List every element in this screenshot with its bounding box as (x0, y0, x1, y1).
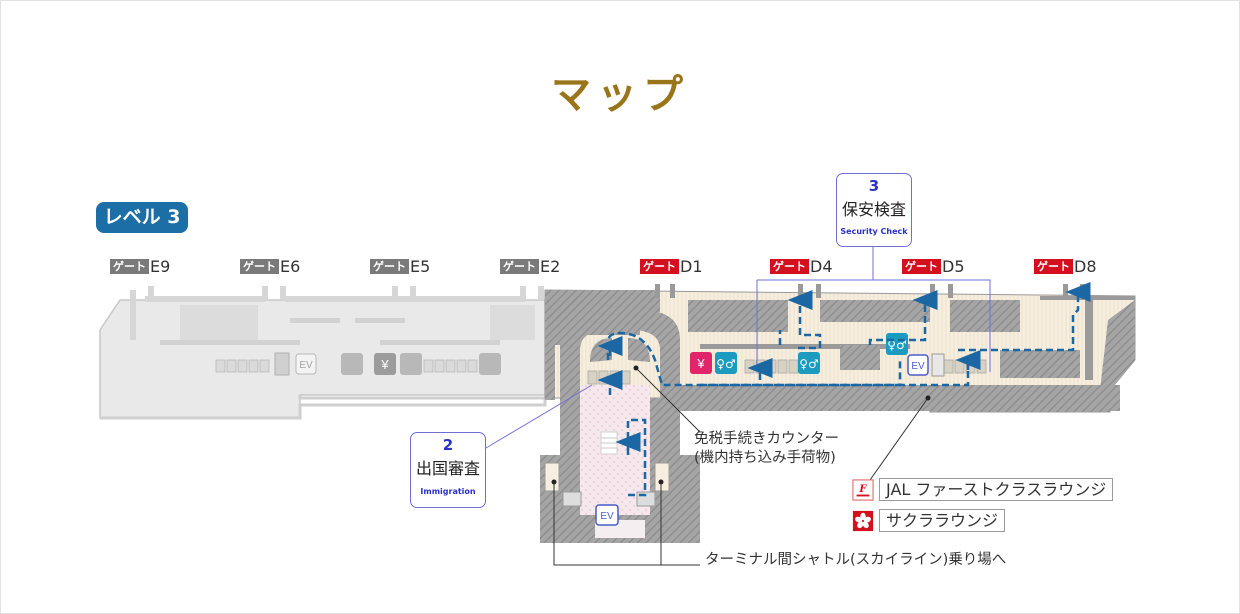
route-path (597, 282, 1091, 497)
svg-text:¥: ¥ (380, 357, 389, 372)
lounge-name: サクララウンジ (879, 509, 1006, 532)
gate-id: E6 (280, 256, 301, 276)
gate-d4-label: ゲート D4 (770, 256, 833, 276)
gate-id: E2 (540, 256, 561, 276)
svg-text:¥: ¥ (696, 356, 705, 371)
svg-text:EV: EV (600, 511, 614, 522)
callout-label-jp: 保安検査 (841, 200, 906, 219)
gate-tag: ゲート (500, 258, 539, 274)
sakura-icon (852, 510, 874, 532)
gate-tag: ゲート (770, 258, 809, 274)
svg-text:♀♂: ♀♂ (887, 338, 907, 352)
public-area-e-gates: EV ¥ (99, 286, 547, 420)
gate-e2-label: ゲート E2 (500, 256, 560, 276)
elevator-icon (907, 354, 929, 376)
lounge-sakura: サクララウンジ (852, 509, 1006, 532)
annotation-lines (553, 367, 929, 566)
svg-text:EV: EV (299, 360, 313, 371)
gate-tag: ゲート (1034, 258, 1073, 274)
gate-id: D8 (1074, 256, 1097, 276)
restroom-icon (798, 352, 820, 374)
security-check-callout: 3 保安検査 Security Check (836, 173, 912, 247)
svg-text:♀♂: ♀♂ (799, 357, 819, 371)
callout-label-jp: 出国審査 (415, 459, 480, 478)
restroom-icon (715, 352, 737, 374)
callout-number: 3 (868, 177, 880, 195)
gate-tag: ゲート (902, 258, 941, 274)
callout-number: 2 (442, 436, 454, 454)
gate-d1-label: ゲート D1 (640, 256, 703, 276)
jal-first-class-icon: F (852, 478, 874, 501)
restricted-area-d-gates: ¥ ♀♂ ♀♂ ♀♂ EV (544, 284, 1136, 413)
gate-d5-label: ゲート D5 (902, 256, 965, 276)
callout-label-en: Security Check (840, 227, 908, 236)
gate-d8-label: ゲート D8 (1034, 256, 1097, 276)
callout-lines (485, 245, 991, 449)
gate-tag: ゲート (110, 258, 149, 274)
svg-text:EV: EV (911, 361, 925, 372)
immigration-callout: 2 出国審査 Immigration (410, 432, 486, 508)
tax-free-counter-label: 免税手続きカウンター (機内持ち込み手荷物) (694, 430, 839, 468)
restroom-icon (886, 333, 908, 355)
gate-tag: ゲート (640, 258, 679, 274)
gate-id: E5 (410, 256, 431, 276)
page-title: マップ (551, 71, 689, 118)
svg-text:♀♂: ♀♂ (716, 357, 736, 371)
gate-e5-label: ゲート E5 (370, 256, 430, 276)
lounge-jal-first-class: F JAL ファーストクラスラウンジ (852, 478, 1114, 501)
svg-text:F: F (858, 483, 867, 494)
gate-id: E9 (150, 256, 171, 276)
gate-id: D4 (810, 256, 833, 276)
tax-free-line2: (機内持ち込み手荷物) (694, 450, 836, 466)
gate-e9-label: ゲート E9 (110, 256, 170, 276)
shuttle-label: ターミナル間シャトル(スカイライン)乗り場へ (705, 552, 1007, 568)
gate-e6-label: ゲート E6 (240, 256, 300, 276)
gate-id: D5 (942, 256, 965, 276)
tax-free-line1: 免税手続きカウンター (694, 431, 839, 447)
callout-label-en: Immigration (420, 487, 476, 496)
level-badge: レベル 3 (96, 202, 188, 233)
gate-id: D1 (680, 256, 703, 276)
gate-tag: ゲート (370, 258, 409, 274)
gate-tag: ゲート (240, 258, 279, 274)
lounge-name: JAL ファーストクラスラウンジ (879, 478, 1114, 501)
currency-exchange-icon (690, 352, 712, 374)
